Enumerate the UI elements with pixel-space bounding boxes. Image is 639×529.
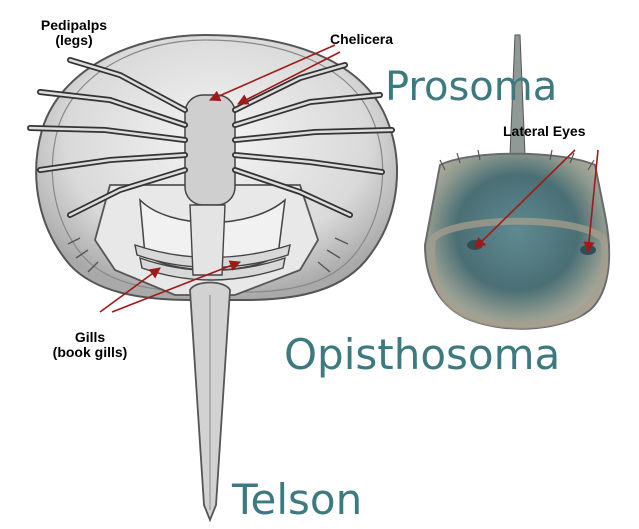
- pedipalps-label-title: Pedipalps: [14, 18, 134, 33]
- crab-underside-illustration: [30, 35, 397, 520]
- prosoma-region-label: Prosoma: [385, 64, 557, 110]
- gills-label-sub: (book gills): [30, 345, 150, 360]
- opisthosoma-region-label: Opisthosoma: [284, 330, 560, 379]
- telson-region-label: Telson: [232, 475, 362, 524]
- gills-label: Gills (book gills): [30, 330, 150, 360]
- pedipalps-label-sub: (legs): [14, 33, 134, 48]
- chelicera-label: Chelicera: [330, 32, 393, 47]
- pedipalps-label: Pedipalps (legs): [14, 18, 134, 48]
- gills-label-title: Gills: [30, 330, 150, 345]
- lateral-eyes-label: Lateral Eyes: [503, 124, 586, 139]
